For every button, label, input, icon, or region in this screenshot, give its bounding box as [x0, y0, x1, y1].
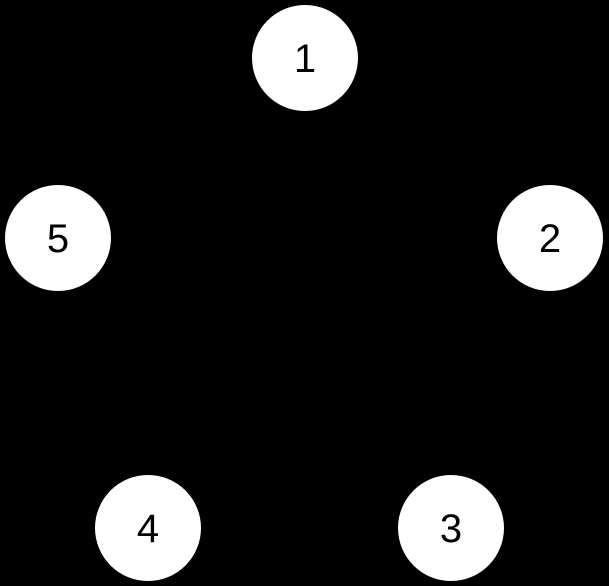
node-label-3: 3	[440, 507, 462, 551]
node-circle-4[interactable]	[95, 475, 201, 581]
node-label-1: 1	[294, 37, 316, 81]
node-circle-1[interactable]	[252, 5, 358, 111]
graph-node-5[interactable]: 5	[5, 185, 111, 291]
graph-node-3[interactable]: 3	[398, 475, 504, 581]
node-label-4: 4	[137, 507, 159, 551]
node-label-5: 5	[47, 217, 69, 261]
node-circle-5[interactable]	[5, 185, 111, 291]
graph-node-4[interactable]: 4	[95, 475, 201, 581]
node-circle-3[interactable]	[398, 475, 504, 581]
node-label-2: 2	[539, 217, 561, 261]
graph-node-2[interactable]: 2	[497, 185, 603, 291]
node-circle-2[interactable]	[497, 185, 603, 291]
graph-node-1[interactable]: 1	[252, 5, 358, 111]
